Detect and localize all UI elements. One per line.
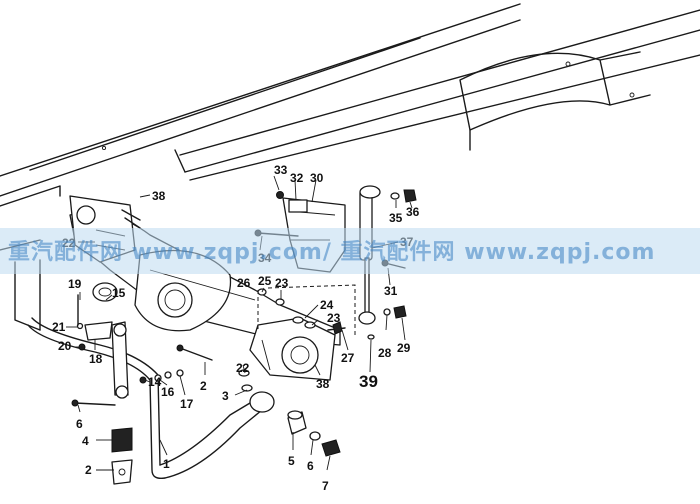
washer-6	[309, 431, 321, 441]
callout-30: 30	[310, 171, 324, 185]
callout-24: 24	[320, 298, 334, 312]
link-rod	[111, 321, 129, 399]
callout-18: 18	[89, 352, 103, 366]
callout-23-left: 23	[275, 276, 289, 290]
hidden-outline	[257, 284, 356, 335]
callout-28: 28	[378, 346, 392, 360]
callout-39: 39	[359, 372, 378, 391]
callout-5: 5	[288, 454, 295, 468]
callout-33: 33	[274, 163, 288, 177]
callout-36: 36	[406, 205, 420, 219]
callout-6-right: 6	[307, 459, 314, 473]
callout-17: 17	[180, 397, 194, 411]
callout-38-bottom: 38	[316, 377, 330, 391]
watermark-band: 重汽配件网 www.zqpj.com/ 重汽配件网 www.zqpj.com	[0, 228, 700, 274]
frame-rail	[0, 3, 700, 331]
callout-15: 15	[112, 286, 126, 300]
callout-14: 14	[148, 375, 162, 389]
plate-18	[84, 321, 113, 341]
callout-38-top: 38	[152, 189, 166, 203]
callout-4: 4	[82, 434, 89, 448]
bolt-2	[176, 344, 213, 361]
callout-2-mid: 2	[200, 379, 207, 393]
right-axle-bracket	[249, 317, 336, 381]
nut-7	[321, 439, 341, 457]
callout-32: 32	[290, 171, 304, 185]
callout-31: 31	[384, 284, 398, 298]
small-fasteners	[76, 189, 417, 392]
callout-1: 1	[163, 457, 170, 471]
sleeve-5	[287, 410, 307, 435]
left-eye-bushing	[92, 282, 118, 302]
watermark-text: 重汽配件网 www.zqpj.com/ 重汽配件网 www.zqpj.com	[8, 240, 656, 265]
callout-25: 25	[258, 274, 272, 288]
callout-27: 27	[341, 351, 355, 365]
clamp-bushing	[111, 427, 133, 485]
callout-16: 16	[161, 385, 175, 399]
bolt-38	[121, 209, 141, 229]
callout-7: 7	[322, 479, 329, 493]
callout-2-bottom: 2	[85, 463, 92, 477]
stabilizer-bar	[27, 317, 275, 480]
callout-20: 20	[58, 339, 72, 353]
callout-26: 26	[237, 276, 251, 290]
callout-23-right: 23	[327, 311, 341, 325]
callout-3: 3	[222, 389, 229, 403]
callout-35: 35	[389, 211, 403, 225]
callout-22-right: 22	[236, 361, 250, 375]
callout-29: 29	[397, 341, 411, 355]
bolt-6	[71, 399, 116, 407]
callout-19: 19	[68, 277, 82, 291]
callout-6-left: 6	[76, 417, 83, 431]
frame-crossmember	[101, 51, 651, 151]
callout-21: 21	[52, 320, 66, 334]
